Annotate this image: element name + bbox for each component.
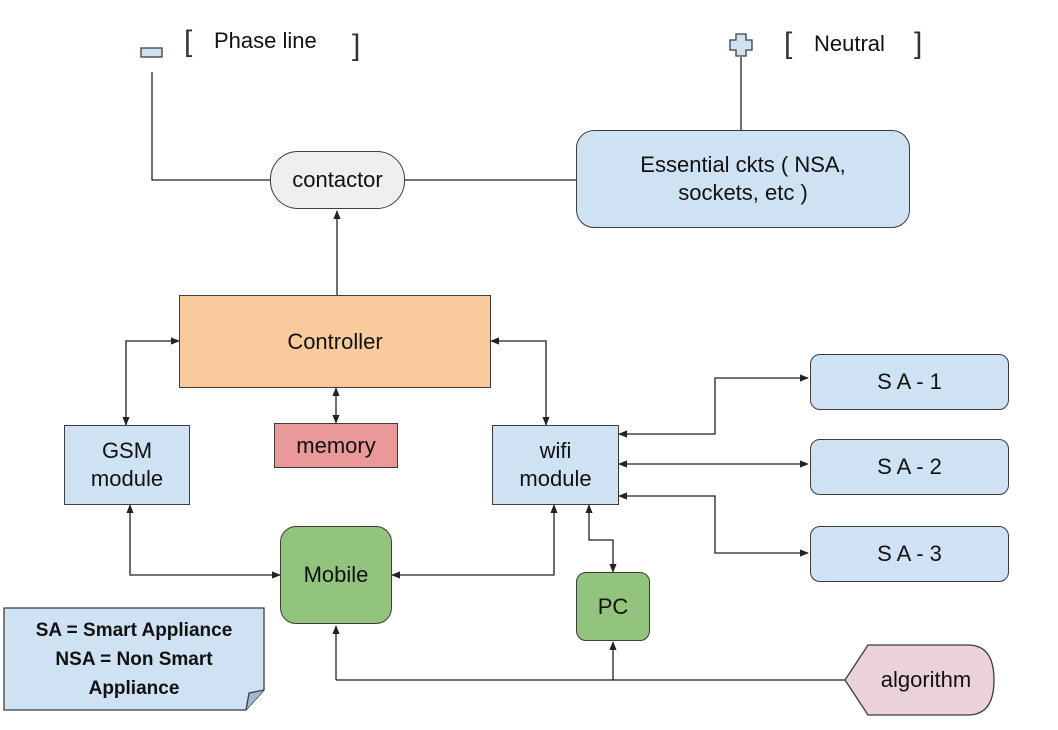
- gsm-mobile-arrow: [126, 504, 281, 579]
- gsm-module-node: GSM module: [64, 425, 190, 505]
- gsm-module-label: GSM module: [90, 438, 164, 491]
- wifi-module-label: wifi module: [519, 438, 592, 491]
- algorithm-label: algorithm: [880, 667, 972, 692]
- wifi-pc-arrow: [585, 504, 617, 573]
- legend-fold: [245, 689, 265, 711]
- pc-label: PC: [597, 593, 629, 619]
- phase-bracket-open: [: [184, 25, 193, 58]
- plus-icon: [729, 33, 753, 57]
- sa1-node: S A - 1: [810, 354, 1009, 410]
- sa3-node: S A - 3: [810, 526, 1009, 582]
- neutral-bracket-open: [: [784, 27, 793, 60]
- pc-node: PC: [576, 572, 650, 641]
- wifi-mobile-arrow: [391, 504, 558, 579]
- sa2-node: S A - 2: [810, 439, 1009, 495]
- controller-label: Controller: [287, 328, 383, 354]
- phase-bracket-close: ]: [352, 29, 361, 62]
- wifi-sa3-arrow: [618, 492, 809, 557]
- phase-wire: [151, 72, 270, 181]
- controller-gsm-arrow: [122, 337, 180, 426]
- wifi-module-node: wifi module: [492, 425, 619, 505]
- memory-label: memory: [296, 432, 376, 458]
- essential-circuits-node: Essential ckts ( NSA, sockets, etc ): [576, 130, 910, 228]
- controller-node: Controller: [179, 295, 491, 388]
- neutral-label: Neutral: [814, 31, 885, 56]
- legend-line-appliance: Appliance: [88, 678, 180, 699]
- phase-line-label: Phase line: [214, 28, 317, 53]
- algorithm-shape: [844, 644, 995, 716]
- neutral-bracket-close: ]: [914, 27, 923, 60]
- minus-icon: [140, 47, 163, 58]
- contactor-label: contactor: [292, 167, 383, 192]
- legend-note: SA = Smart Appliance NSA = Non Smart App…: [4, 616, 264, 703]
- mobile-node: Mobile: [280, 526, 392, 624]
- sa3-label: S A - 3: [877, 541, 942, 566]
- wifi-sa1-arrow: [618, 374, 809, 438]
- legend-line-sa: SA = Smart Appliance: [35, 620, 233, 641]
- sa1-label: S A - 1: [877, 369, 942, 394]
- algorithm-node: algorithm: [860, 645, 992, 715]
- contactor-node: contactor: [270, 151, 405, 209]
- mobile-label: Mobile: [303, 562, 369, 587]
- memory-node: memory: [274, 423, 398, 468]
- sa2-label: S A - 2: [877, 454, 942, 479]
- controller-wifi-arrow: [490, 337, 550, 426]
- essential-circuits-label: Essential ckts ( NSA, sockets, etc ): [640, 152, 846, 205]
- legend-line-nsa: NSA = Non Smart: [55, 649, 213, 670]
